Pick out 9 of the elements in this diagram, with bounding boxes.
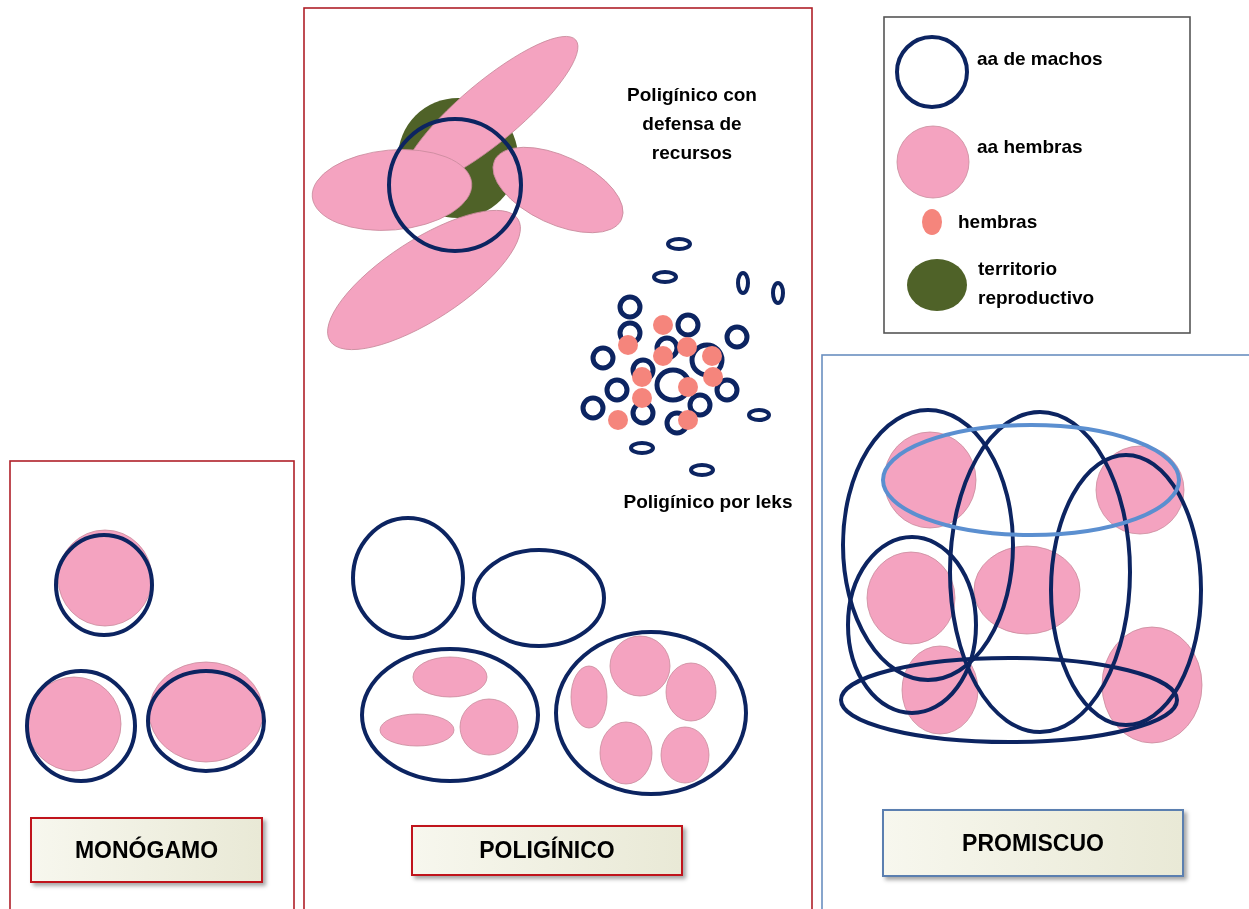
heading-box: POLIGÍNICO bbox=[411, 825, 683, 876]
legend-text: aa de machos bbox=[977, 47, 1104, 71]
diagram-label: Poligínico por leks bbox=[622, 490, 794, 514]
legend-text: aa hembras bbox=[977, 135, 1084, 159]
legend-text: territorio reproductivo bbox=[978, 257, 1096, 310]
heading-box: MONÓGAMO bbox=[30, 817, 263, 883]
legend-text: hembras bbox=[958, 210, 1039, 234]
diagram-label: Poligínico con defensa de recursos bbox=[626, 83, 758, 165]
heading-box: PROMISCUO bbox=[882, 809, 1184, 877]
